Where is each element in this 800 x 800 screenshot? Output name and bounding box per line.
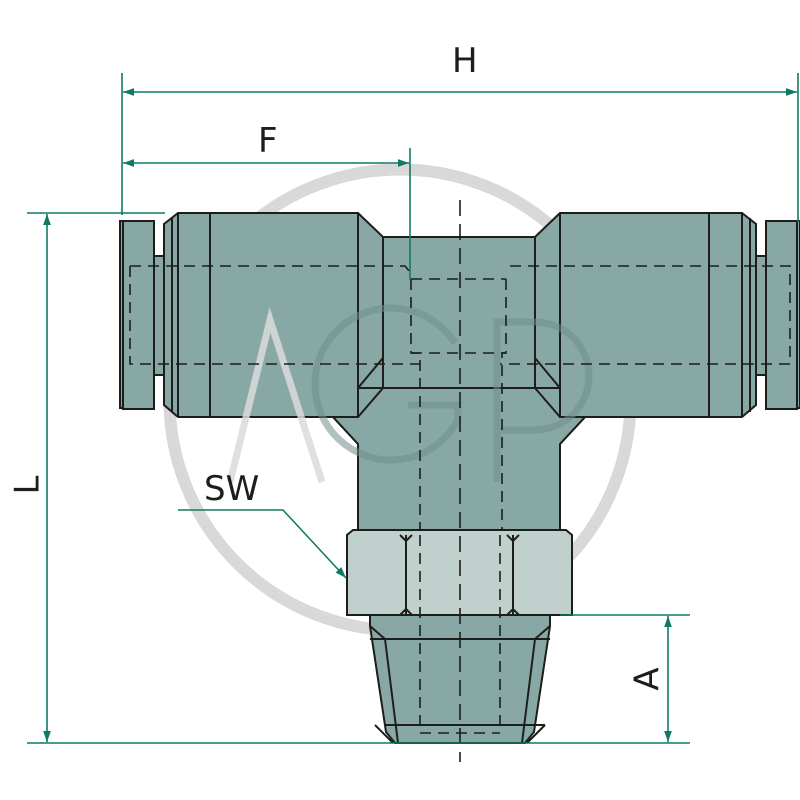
dimension-label-h: H [452, 41, 478, 81]
dimension-lines [27, 73, 799, 744]
dimension-label-f: F [258, 121, 278, 161]
right-port-body [534, 212, 757, 418]
dimension-label-a: A [627, 667, 668, 691]
dimension-label-sw: SW [204, 469, 260, 509]
left-port-body [163, 212, 384, 418]
hidden-lines [129, 265, 791, 734]
left-collet [119, 220, 165, 410]
agp-watermark-letters [226, 304, 593, 484]
right-collet [755, 220, 800, 410]
dimension-label-l: L [7, 475, 48, 495]
